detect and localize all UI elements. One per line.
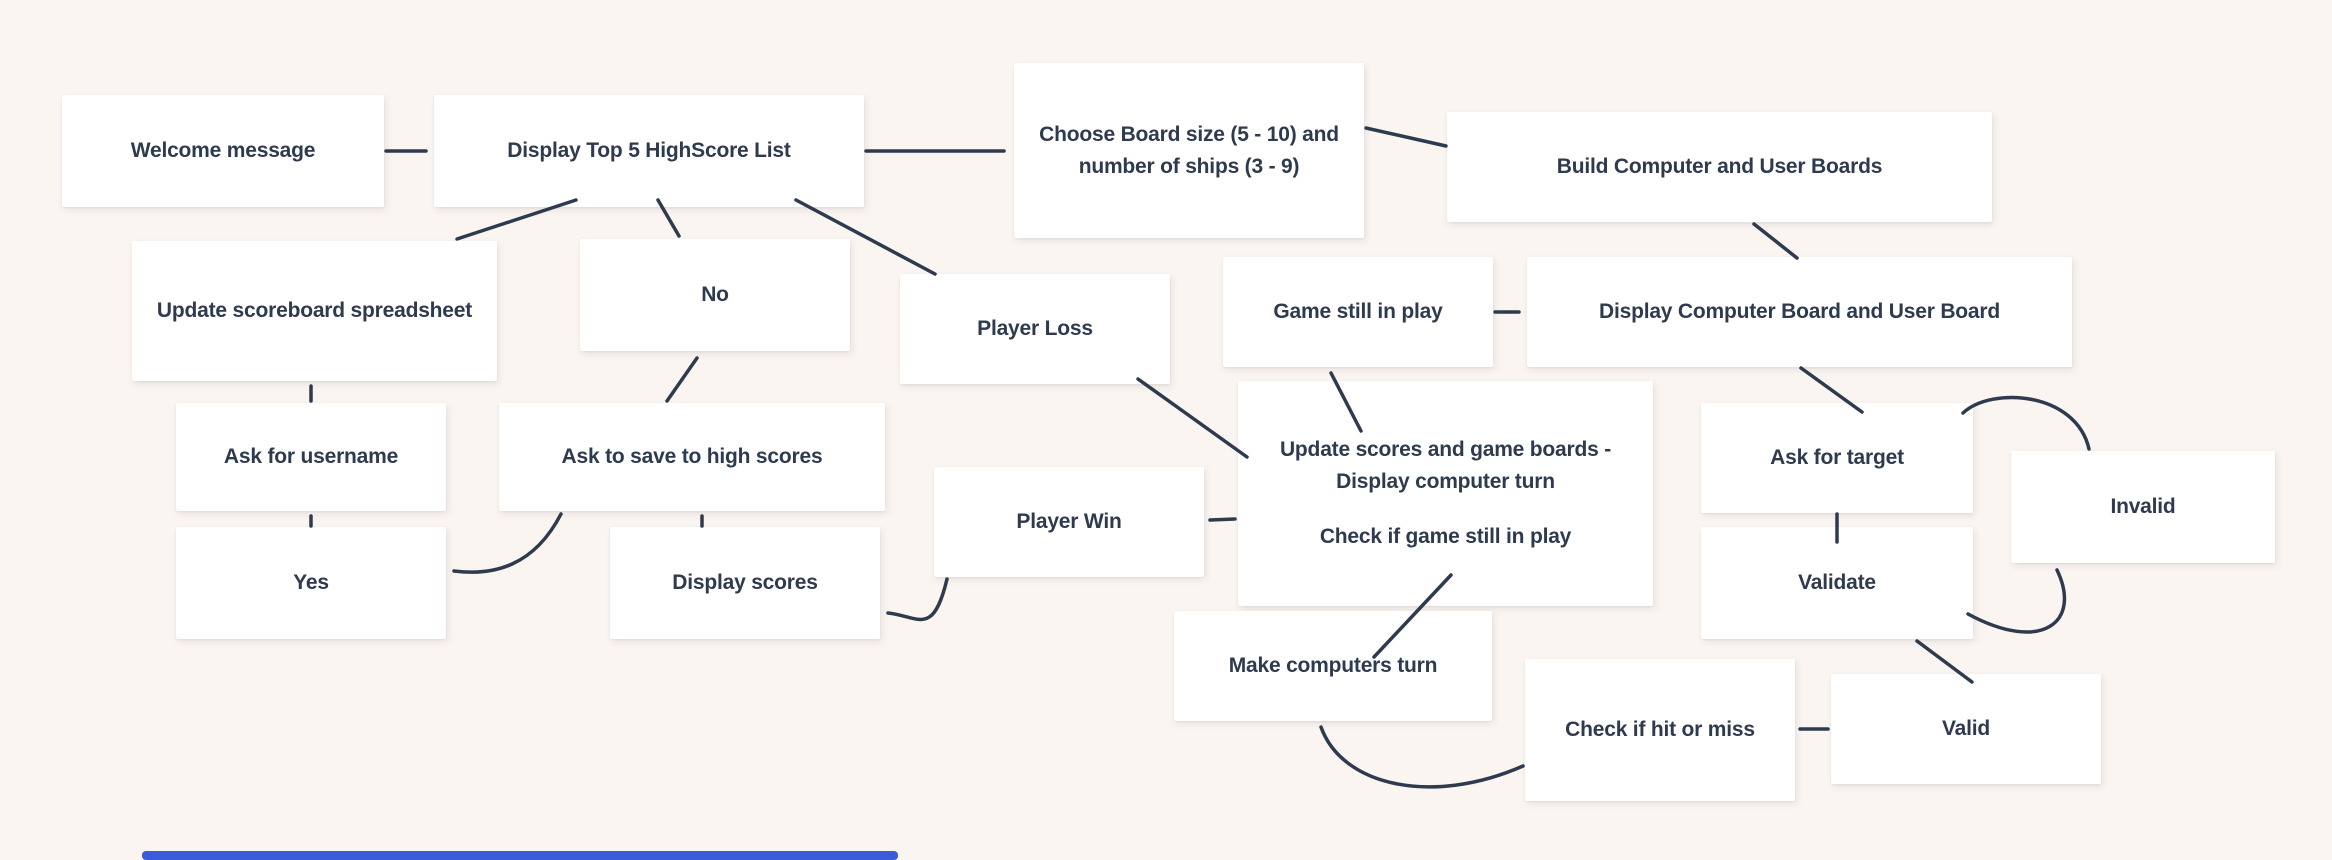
flow-node-invalid[interactable]: Invalid <box>2011 451 2275 563</box>
flow-node-welcome-message[interactable]: Welcome message <box>62 95 384 207</box>
flow-node-make-computers-turn[interactable]: Make computers turn <box>1174 611 1492 721</box>
flow-node-ask-to-save[interactable]: Ask to save to high scores <box>499 403 885 511</box>
connector-player-win-to-display-scores <box>886 577 949 622</box>
flow-node-update-scores[interactable]: Update scores and game boards - Display … <box>1238 381 1653 606</box>
flow-node-label: Ask for username <box>223 445 399 469</box>
flow-node-label: No <box>701 283 729 307</box>
flow-node-player-loss[interactable]: Player Loss <box>900 274 1170 384</box>
connector-validate-to-invalid <box>1966 568 2067 634</box>
flow-node-valid[interactable]: Valid <box>1831 674 2101 784</box>
flow-node-label: Ask to save to high scores <box>561 445 823 469</box>
flow-node-ask-for-target[interactable]: Ask for target <box>1701 403 1973 513</box>
flow-node-label: Valid <box>1941 717 1991 741</box>
flow-node-game-still-in-play[interactable]: Game still in play <box>1223 257 1493 367</box>
flow-node-label: Make computers turn <box>1228 654 1438 678</box>
connector-choose-board-size-to-build-boards <box>1364 126 1448 148</box>
connector-check-hit-or-miss-to-make-computers-turn <box>1319 725 1525 789</box>
flow-node-yes[interactable]: Yes <box>176 527 446 639</box>
flow-node-label: Check if hit or miss <box>1565 718 1755 742</box>
flow-node-build-boards[interactable]: Build Computer and User Boards <box>1447 112 1992 222</box>
flow-node-player-win[interactable]: Player Win <box>934 467 1204 577</box>
flow-node-update-scoreboard[interactable]: Update scoreboard spreadsheet <box>132 241 497 381</box>
connector-update-scores-to-player-loss <box>1136 377 1249 459</box>
flow-node-validate[interactable]: Validate <box>1701 527 1973 639</box>
flow-node-no[interactable]: No <box>580 239 850 351</box>
flow-node-label: Game still in play <box>1273 300 1443 324</box>
connector-build-boards-to-display-boards <box>1752 222 1799 260</box>
flow-node-label: Check if game still in play <box>1319 525 1572 549</box>
flow-node-label: Build Computer and User Boards <box>1556 155 1883 179</box>
flow-node-label: Yes <box>293 571 329 595</box>
connector-invalid-to-ask-for-target <box>1961 395 2091 451</box>
flow-node-check-hit-or-miss[interactable]: Check if hit or miss <box>1525 659 1795 801</box>
connector-ask-to-save-to-no <box>665 356 699 403</box>
flow-node-label: Invalid <box>2110 495 2176 519</box>
flow-node-label: Display Computer Board and User Board <box>1598 300 2000 324</box>
flow-node-label: Player Loss <box>977 317 1093 341</box>
flow-node-label: Choose Board size (5 - 10) and number of… <box>1039 123 1339 178</box>
connector-ask-to-save-to-yes <box>452 512 563 574</box>
horizontal-scrollbar-thumb[interactable] <box>142 851 898 860</box>
flow-node-display-boards[interactable]: Display Computer Board and User Board <box>1527 257 2072 367</box>
flow-node-label: Update scoreboard spreadsheet <box>156 299 473 323</box>
flow-node-label: Validate <box>1798 571 1876 595</box>
flow-node-label: Ask for target <box>1770 446 1904 470</box>
flow-node-label: Update scores and game boards - Display … <box>1279 438 1612 493</box>
flow-node-label: Welcome message <box>130 139 316 163</box>
flow-node-ask-for-username[interactable]: Ask for username <box>176 403 446 511</box>
flow-node-label: Display scores <box>672 571 818 595</box>
flow-node-display-top5[interactable]: Display Top 5 HighScore List <box>434 95 864 207</box>
flow-node-label: Display Top 5 HighScore List <box>507 139 791 163</box>
connector-update-scores-to-player-win <box>1208 517 1237 522</box>
flow-node-display-scores[interactable]: Display scores <box>610 527 880 639</box>
flow-node-label: Player Win <box>1016 510 1122 534</box>
flow-node-choose-board-size[interactable]: Choose Board size (5 - 10) and number of… <box>1014 63 1364 238</box>
